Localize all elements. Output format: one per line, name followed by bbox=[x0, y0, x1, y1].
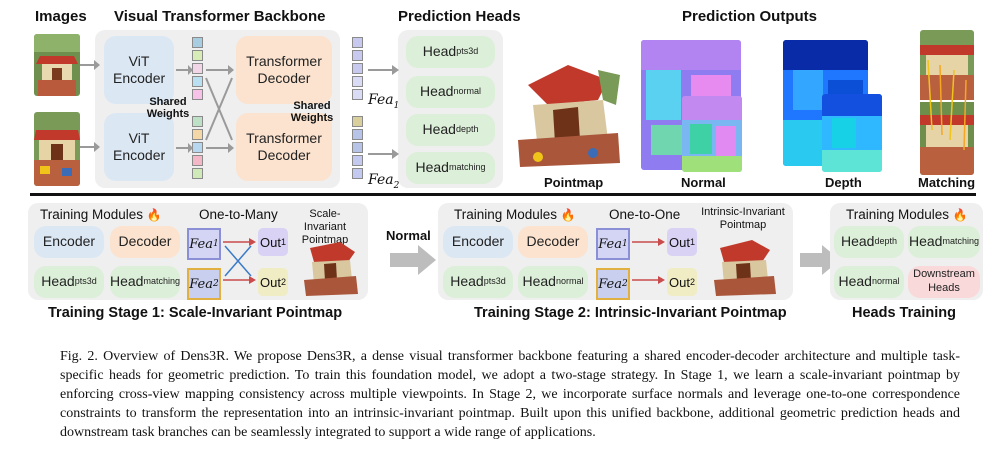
output-label-matching: Matching bbox=[918, 175, 976, 190]
depth-image-2 bbox=[822, 94, 882, 172]
shared-weights-label-1: Shared Weights bbox=[146, 96, 190, 120]
heads-training-title: Heads Training bbox=[852, 305, 956, 321]
feature-token bbox=[352, 89, 363, 100]
stage2-one-to-one: One-to-One bbox=[609, 207, 681, 222]
vit-encoder-1: ViT Encoder bbox=[104, 36, 174, 104]
stage2-decoder: Decoder bbox=[518, 226, 588, 258]
heads-training-modules: Training Modules 🔥 bbox=[846, 207, 968, 222]
backbone-arrows bbox=[176, 65, 234, 153]
feature-token bbox=[352, 116, 363, 127]
transformer-decoder-2-label: Transformer Decoder bbox=[246, 129, 322, 164]
input-arrows bbox=[80, 60, 100, 152]
feature-token bbox=[352, 129, 363, 140]
feature-token bbox=[352, 37, 363, 48]
outputs-title: Prediction Outputs bbox=[682, 8, 817, 25]
section-divider bbox=[30, 193, 976, 196]
token bbox=[192, 76, 203, 87]
feature-token bbox=[352, 76, 363, 87]
token bbox=[192, 155, 203, 166]
feature-token bbox=[352, 168, 363, 179]
vit-encoder-2-label: ViT Encoder bbox=[113, 129, 166, 164]
transformer-decoder-1: Transformer Decoder bbox=[236, 36, 332, 104]
fea-arrows bbox=[368, 65, 399, 159]
heads-title: Prediction Heads bbox=[398, 8, 521, 25]
vit-encoder-2: ViT Encoder bbox=[104, 113, 174, 181]
ht-downstream-heads: Downstream Heads bbox=[908, 266, 980, 298]
transformer-decoder-1-label: Transformer Decoder bbox=[246, 52, 322, 87]
stage2-training-modules: Training Modules 🔥 bbox=[454, 207, 576, 222]
token bbox=[192, 50, 203, 61]
stage1-decoder: Decoder bbox=[110, 226, 180, 258]
stage2-arrows bbox=[632, 238, 665, 284]
input-image-2 bbox=[34, 112, 80, 186]
stage2-encoder: Encoder bbox=[443, 226, 513, 258]
stage2-title: Training Stage 2: Intrinsic-Invariant Po… bbox=[474, 305, 787, 321]
stage2-pointmap-label: Intrinsic-Invariant Pointmap bbox=[701, 206, 785, 231]
token bbox=[192, 63, 203, 74]
output-label-pointmap: Pointmap bbox=[544, 175, 604, 190]
stage1-training-modules: Training Modules 🔥 bbox=[40, 207, 162, 222]
output-label-normal: Normal bbox=[681, 175, 726, 190]
token bbox=[192, 89, 203, 100]
matching-image bbox=[920, 30, 974, 175]
normal-image-2 bbox=[682, 96, 742, 172]
input-image-1 bbox=[34, 34, 80, 96]
token bbox=[192, 129, 203, 140]
figure-caption: Fig. 2. Overview of Dens3R. We propose D… bbox=[60, 349, 960, 440]
backbone-title: Visual Transformer Backbone bbox=[114, 8, 326, 25]
output-label-depth: Depth bbox=[825, 175, 862, 190]
stage2-pointmap-image bbox=[708, 236, 778, 296]
normal-arrow-label: Normal bbox=[386, 228, 431, 243]
vit-encoder-1-label: ViT Encoder bbox=[113, 52, 166, 87]
images-title: Images bbox=[35, 8, 87, 25]
feature-token bbox=[352, 50, 363, 61]
shared-weights-label-2: Shared Weights bbox=[290, 100, 334, 124]
token bbox=[192, 116, 203, 127]
stage1-pointmap-label: Scale-Invariant Pointmap bbox=[301, 208, 349, 246]
token bbox=[192, 168, 203, 179]
stage1-arrows bbox=[223, 238, 256, 284]
stage1-pointmap-image bbox=[300, 238, 360, 296]
feature-token bbox=[352, 155, 363, 166]
stage1-title: Training Stage 1: Scale-Invariant Pointm… bbox=[48, 305, 343, 321]
feature-token bbox=[352, 63, 363, 74]
fea2-label: Fea2 bbox=[368, 172, 400, 191]
transformer-decoder-2: Transformer Decoder bbox=[236, 113, 332, 181]
pointmap-image bbox=[508, 45, 623, 170]
feature-token bbox=[352, 142, 363, 153]
token bbox=[192, 37, 203, 48]
fea1-label: Fea1 bbox=[368, 92, 400, 111]
stage1-encoder: Encoder bbox=[34, 226, 104, 258]
stage-arrow-1 bbox=[390, 245, 436, 275]
stage1-one-to-many: One-to-Many bbox=[199, 207, 278, 222]
